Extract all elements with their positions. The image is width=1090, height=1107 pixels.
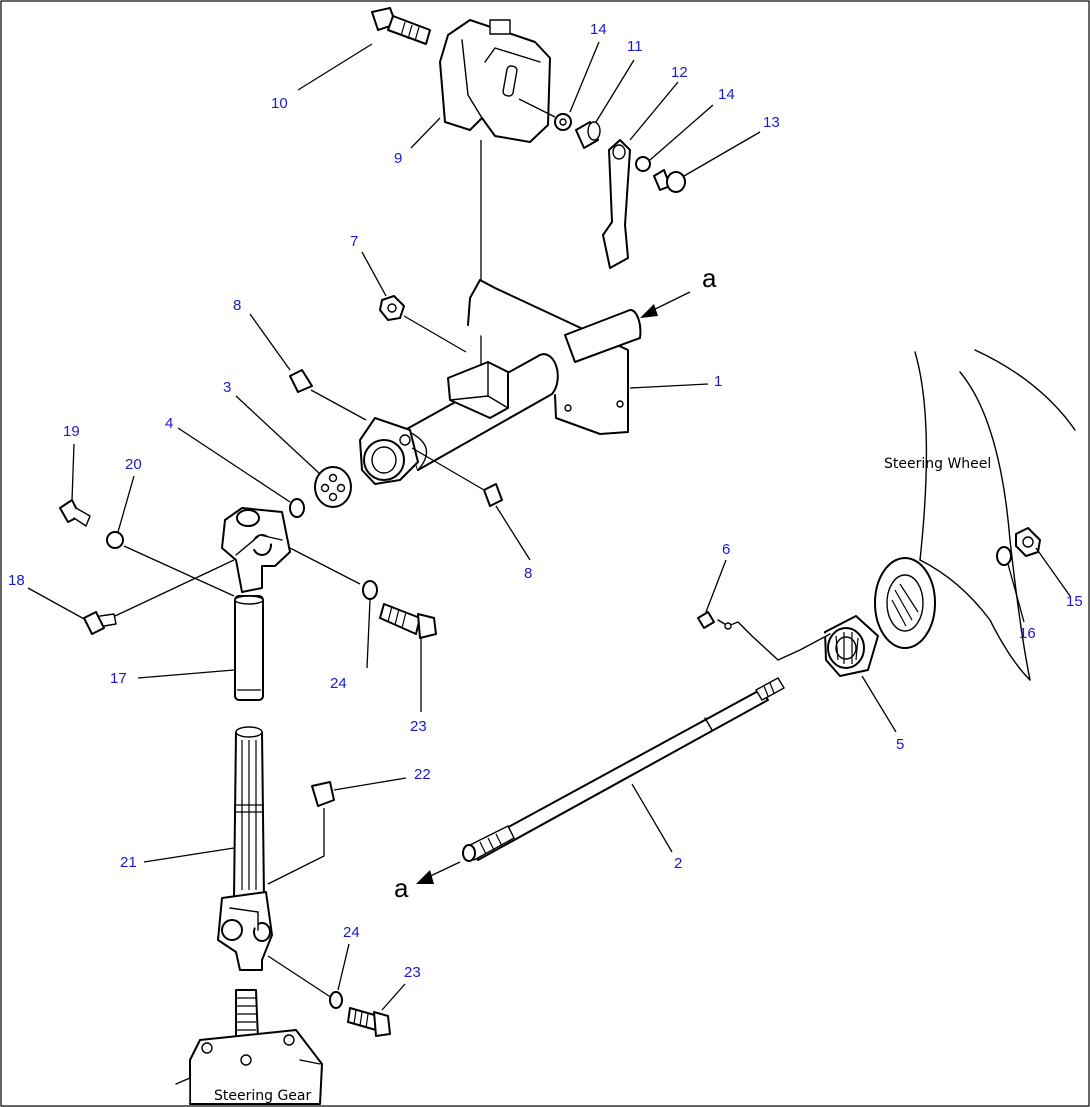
lever-12 (602, 139, 631, 269)
callout-4: 4 (165, 415, 173, 432)
bushing-11 (575, 121, 601, 149)
view-label-a-top: a (702, 263, 717, 293)
callout-5: 5 (896, 736, 904, 753)
callout-8a: 8 (233, 297, 241, 314)
callout-17: 17 (110, 670, 127, 687)
callout-8b: 8 (524, 565, 532, 582)
bracket-9 (439, 19, 551, 370)
shaft-17 (234, 595, 264, 701)
steering-wheel-label: Steering Wheel (884, 456, 991, 472)
bearing-3 (314, 466, 352, 508)
washer-24a (362, 580, 378, 600)
view-label-a-bottom: a (394, 873, 409, 903)
horn-hub-5 (824, 615, 879, 677)
bolt-18 (83, 611, 117, 635)
bolt-23a (379, 603, 437, 639)
splined-shaft-21 (233, 726, 265, 899)
callout-14b: 14 (718, 86, 735, 103)
bolt-10 (371, 7, 431, 45)
callout-18: 18 (8, 572, 25, 589)
callout-9: 9 (394, 150, 402, 167)
callout-7: 7 (350, 233, 358, 250)
callout-15: 15 (1066, 593, 1083, 610)
callout-23b: 23 (404, 964, 421, 981)
callout-numbers: 1 2 3 4 5 6 7 8 8 9 10 11 12 13 14 14 15… (8, 21, 1083, 981)
washer-16 (996, 546, 1012, 566)
callout-24b: 24 (343, 924, 360, 941)
washer-14a (554, 113, 572, 131)
view-arrow-a-top: a (640, 263, 717, 318)
lower-universal-joint (217, 891, 273, 971)
nut-15 (1015, 527, 1041, 557)
callout-22: 22 (414, 766, 431, 783)
plug-8a (289, 369, 313, 393)
callout-21: 21 (120, 854, 137, 871)
steering-gear-label: Steering Gear (214, 1088, 311, 1104)
grease-fitting-22 (311, 781, 335, 807)
washer-14b (635, 156, 651, 172)
bolt-19 (59, 499, 91, 527)
view-arrow-a-bottom: a (394, 861, 461, 903)
callout-1: 1 (714, 373, 722, 390)
horn-switch-6 (697, 611, 831, 661)
nut-7 (379, 295, 405, 321)
snap-ring-4 (289, 498, 305, 518)
steering-wheel: Steering Wheel (874, 349, 1076, 681)
callout-13: 13 (763, 114, 780, 131)
steering-gear: Steering Gear (175, 989, 323, 1105)
callout-12: 12 (671, 64, 688, 81)
plug-8b (483, 483, 503, 507)
callout-6: 6 (722, 541, 730, 558)
callout-3: 3 (223, 379, 231, 396)
washer-24b (329, 991, 343, 1009)
callout-14a: 14 (590, 21, 607, 38)
callout-11: 11 (627, 38, 643, 55)
washer-20 (106, 531, 124, 549)
callout-10: 10 (271, 95, 288, 112)
callout-19: 19 (63, 423, 80, 440)
column-mount-block (447, 361, 509, 419)
callout-23a: 23 (410, 718, 427, 735)
callout-20: 20 (125, 456, 142, 473)
column-clamp (359, 417, 419, 485)
callout-2: 2 (674, 855, 682, 872)
bolt-23b (347, 1007, 391, 1037)
leader-lines (27, 41, 1071, 1011)
callout-24a: 24 (330, 675, 347, 692)
callout-16: 16 (1019, 625, 1036, 642)
upper-universal-joint (221, 507, 291, 593)
bolt-13 (653, 169, 686, 193)
steering-shaft-2 (462, 677, 785, 862)
